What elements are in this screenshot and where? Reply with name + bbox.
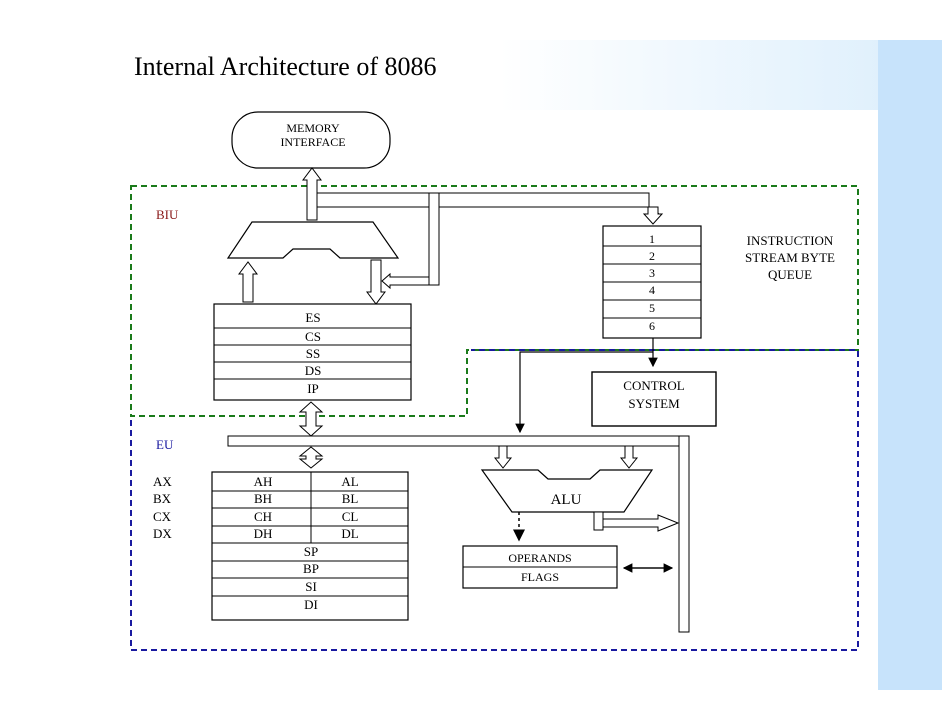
biu-internal-bus: [316, 192, 660, 222]
eu-label: EU: [156, 437, 174, 452]
alu-to-bus-arrow: [602, 514, 680, 532]
address-adder: [226, 221, 400, 259]
bus-to-gpr-arrow: [298, 446, 324, 469]
queue-label-line3: QUEUE: [768, 267, 812, 282]
alu: [480, 469, 654, 513]
queue-slot-6: 6: [649, 319, 655, 333]
bus-to-adder-arrow: [381, 272, 430, 290]
register-ip: IP: [307, 381, 319, 396]
biu-boundary: [130, 185, 859, 417]
memory-interface-line1: MEMORY: [286, 121, 340, 135]
reg-bh: BH: [254, 491, 272, 506]
adder-from-seg-arrow-left: [238, 261, 258, 303]
register-ss: SS: [306, 346, 320, 361]
reg-dh: DH: [254, 526, 273, 541]
reg-ah: AH: [254, 474, 273, 489]
reg-cl: CL: [342, 509, 359, 524]
eu-boundary: [130, 349, 859, 651]
queue-input-arrow: [642, 206, 664, 225]
reg-bp: BP: [303, 561, 319, 576]
register-cs: CS: [305, 329, 321, 344]
queue-slot-4: 4: [649, 283, 655, 297]
alu-label: ALU: [551, 492, 582, 508]
header-band: [500, 40, 942, 110]
right-band: [878, 40, 942, 690]
reg-si: SI: [305, 579, 317, 594]
bus-to-alu-arrow-left: [493, 445, 513, 469]
slide-title: Internal Architecture of 8086: [134, 52, 437, 81]
register-ds: DS: [305, 363, 322, 378]
operands-line1: OPERANDS: [508, 551, 571, 565]
reg-name-dx: DX: [153, 526, 172, 541]
adder-from-seg-arrow-right: [366, 259, 386, 305]
segment-register-stack: [213, 303, 412, 401]
reg-name-ax: AX: [153, 474, 172, 489]
reg-sp: SP: [304, 544, 318, 559]
memory-interface-line2: INTERFACE: [280, 135, 345, 149]
reg-name-cx: CX: [153, 509, 172, 524]
operands-line2: FLAGS: [521, 570, 559, 584]
biu-bus-vertical: [428, 192, 440, 286]
reg-bl: BL: [342, 491, 359, 506]
eu-vertical-bus: [678, 435, 690, 633]
bus-to-alu-arrow-right: [619, 445, 639, 469]
control-system-line1: CONTROL: [623, 378, 684, 393]
queue-slot-3: 3: [649, 266, 655, 280]
biu-label: BIU: [156, 207, 179, 222]
seg-to-bus-arrow: [298, 401, 324, 437]
queue-slot-5: 5: [649, 301, 655, 315]
queue-label-line2: STREAM BYTE: [745, 250, 835, 265]
queue-slot-1: 1: [649, 232, 655, 246]
general-register-stack: [211, 471, 409, 621]
register-es: ES: [305, 310, 320, 325]
control-system-line2: SYSTEM: [628, 396, 680, 411]
reg-dl: DL: [341, 526, 358, 541]
reg-name-bx: BX: [153, 491, 172, 506]
reg-al: AL: [341, 474, 358, 489]
queue-label-line1: INSTRUCTION: [747, 233, 834, 248]
instruction-queue: [602, 225, 702, 339]
control-system-box: [591, 371, 717, 427]
alu-output-stub: [593, 511, 604, 531]
queue-to-bus-line: [515, 351, 653, 434]
reg-di: DI: [304, 597, 318, 612]
reg-ch: CH: [254, 509, 272, 524]
queue-slot-2: 2: [649, 249, 655, 263]
eu-internal-bus: [227, 435, 681, 447]
memory-interface-box: [231, 111, 391, 169]
